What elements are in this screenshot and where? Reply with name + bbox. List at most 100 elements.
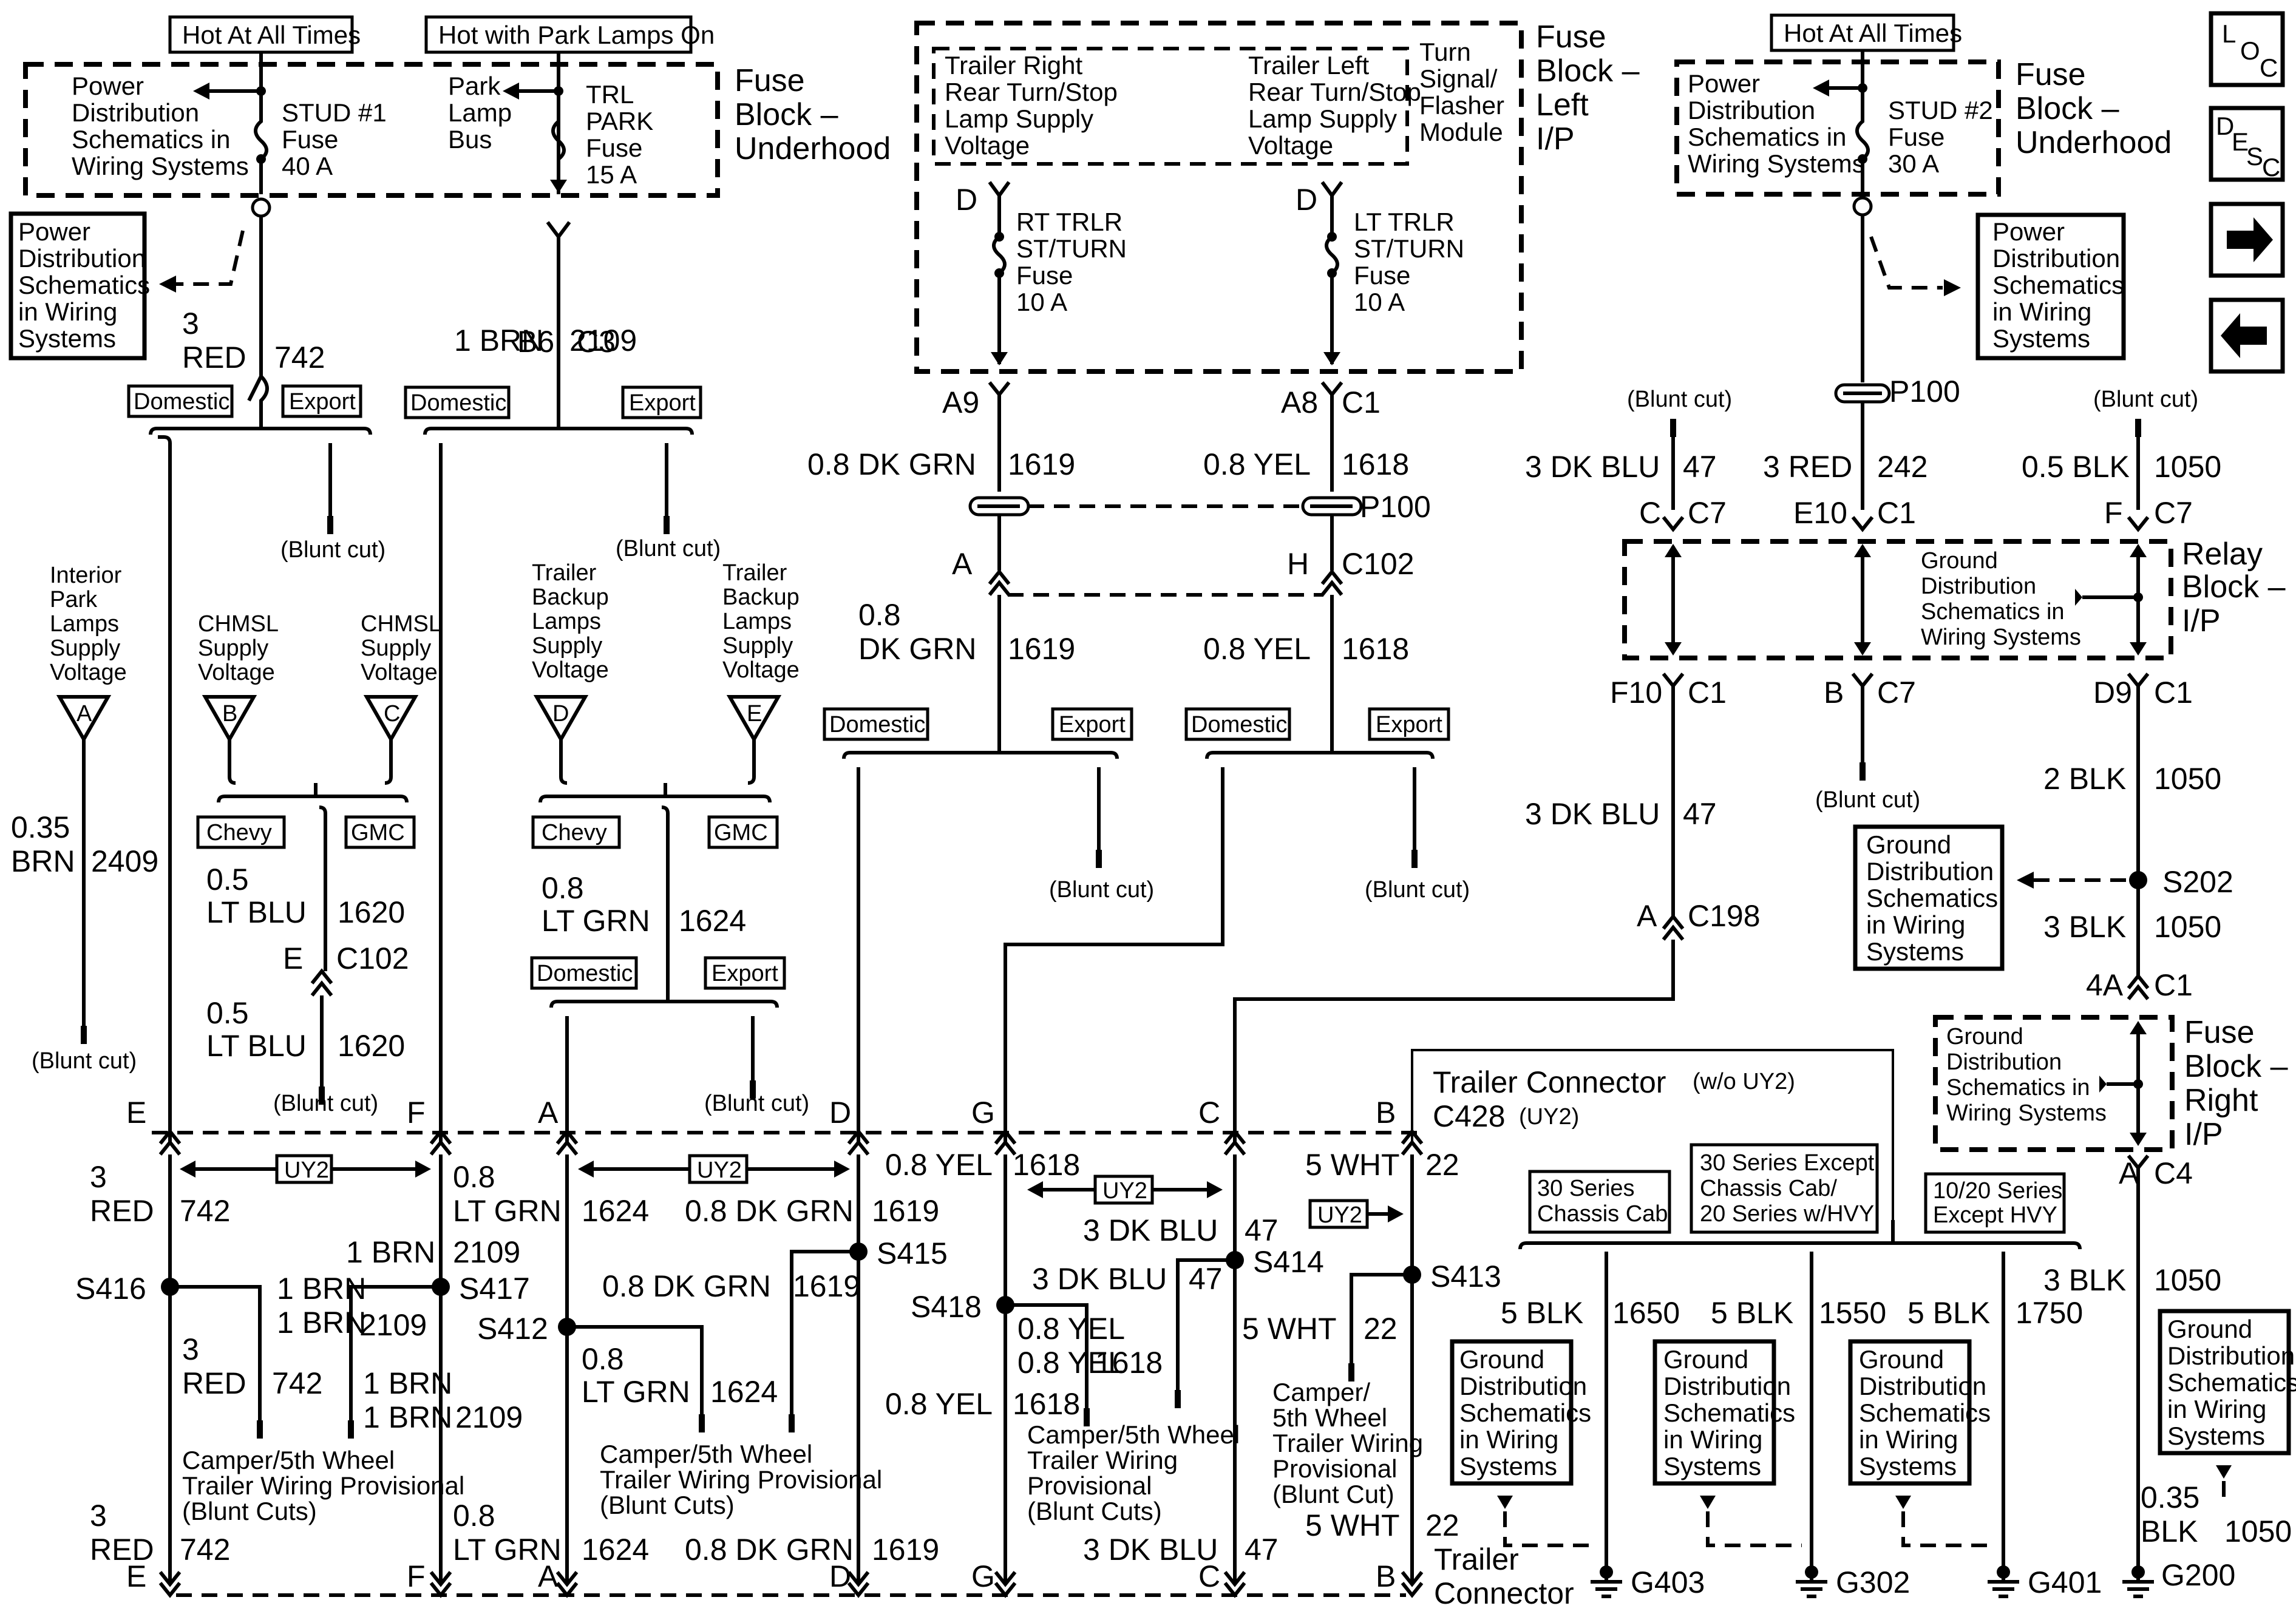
svg-text:Distribution: Distribution <box>72 98 199 127</box>
svg-text:Trailer Right: Trailer Right <box>945 51 1082 80</box>
svg-text:Backup: Backup <box>532 585 609 610</box>
wires-1619-1618-upper: A9 A8 C1 0.8 DK GRN 1619 0.8 YEL 1618 P1… <box>807 381 1431 728</box>
svg-text:ST/TURN: ST/TURN <box>1016 234 1127 263</box>
svg-text:1619: 1619 <box>872 1533 939 1567</box>
svg-text:UY2: UY2 <box>284 1158 329 1183</box>
svg-text:0.5: 0.5 <box>206 863 249 897</box>
svg-text:Distribution: Distribution <box>1921 574 2036 599</box>
svg-text:1618: 1618 <box>1013 1148 1080 1182</box>
svg-text:30 Series Except: 30 Series Except <box>1700 1150 1875 1176</box>
svg-text:3 DK BLU: 3 DK BLU <box>1083 1533 1218 1567</box>
svg-text:S417: S417 <box>459 1272 530 1306</box>
svg-text:Fuse: Fuse <box>2184 1015 2255 1050</box>
svg-text:Schematics: Schematics <box>2167 1368 2296 1397</box>
svg-text:Except HVY: Except HVY <box>1933 1202 2057 1228</box>
arrow-right-icon[interactable] <box>2209 202 2285 278</box>
arrow-left-icon[interactable] <box>2209 297 2285 374</box>
svg-text:BRN: BRN <box>11 844 75 878</box>
svg-text:5 BLK: 5 BLK <box>1501 1296 1583 1330</box>
svg-text:E10: E10 <box>1793 496 1847 530</box>
svg-text:S413: S413 <box>1430 1259 1501 1293</box>
fuse-block-right-ip: Fuse Block – Right I/P Ground Distributi… <box>1933 1015 2288 1152</box>
svg-text:15 A: 15 A <box>586 160 637 189</box>
svg-text:(w/o UY2): (w/o UY2) <box>1693 1069 1795 1094</box>
svg-text:3: 3 <box>90 1160 107 1194</box>
svg-text:H: H <box>1287 547 1309 581</box>
svg-text:0.8 YEL: 0.8 YEL <box>885 1387 993 1421</box>
svg-text:STUD #2: STUD #2 <box>1888 96 1993 124</box>
svg-text:Lamps: Lamps <box>722 609 792 634</box>
svg-text:0.8: 0.8 <box>453 1160 495 1194</box>
svg-text:1050: 1050 <box>2154 450 2221 484</box>
fuse-block-underhood-left: Fuse Block – Underhood Power Distributio… <box>23 52 891 218</box>
svg-text:22: 22 <box>1425 1148 1459 1182</box>
svg-text:1050: 1050 <box>2154 762 2221 796</box>
pd-schematics-box-left: Power Distribution Schematics in Wiring … <box>8 211 245 361</box>
svg-text:1 BRN: 1 BRN <box>363 1400 452 1434</box>
hot-with-park-lamps-tag: Hot with Park Lamps On <box>424 15 715 54</box>
svg-text:Chevy: Chevy <box>542 820 607 846</box>
svg-text:Hot At All Times: Hot At All Times <box>1784 19 1962 47</box>
svg-text:CHMSL: CHMSL <box>361 611 441 637</box>
svg-text:Systems: Systems <box>1459 1452 1557 1480</box>
svg-text:3 DK BLU: 3 DK BLU <box>1525 450 1660 484</box>
svg-text:Module: Module <box>1419 118 1503 146</box>
svg-text:S: S <box>2246 142 2263 171</box>
svg-text:Schematics: Schematics <box>1992 271 2124 299</box>
svg-text:O: O <box>2240 36 2260 65</box>
svg-text:1050: 1050 <box>2154 910 2221 944</box>
svg-text:in Wiring: in Wiring <box>1859 1425 1958 1454</box>
svg-text:LT TRLR: LT TRLR <box>1354 208 1455 236</box>
svg-text:DK GRN: DK GRN <box>858 632 976 666</box>
svg-text:Schematics: Schematics <box>1459 1398 1591 1427</box>
svg-text:Wiring Systems: Wiring Systems <box>1688 149 1865 178</box>
svg-text:0.8 DK GRN: 0.8 DK GRN <box>685 1194 854 1228</box>
svg-text:RED: RED <box>182 1366 246 1400</box>
svg-text:A: A <box>76 701 92 727</box>
svg-text:F: F <box>2104 496 2123 530</box>
pd-schematics-box-right: Power Distribution Schematics in Wiring … <box>1869 212 2126 361</box>
svg-text:Trailer: Trailer <box>722 560 787 586</box>
svg-text:Signal/: Signal/ <box>1419 64 1498 93</box>
svg-text:Export: Export <box>289 389 356 415</box>
svg-text:Wiring Systems: Wiring Systems <box>1946 1100 2107 1126</box>
svg-text:Trailer Left: Trailer Left <box>1248 51 1370 80</box>
svg-text:Trailer Wiring Provisional: Trailer Wiring Provisional <box>600 1465 882 1494</box>
svg-text:Distribution: Distribution <box>1866 857 1994 886</box>
svg-text:1624: 1624 <box>710 1375 778 1409</box>
svg-text:Park: Park <box>50 587 98 612</box>
svg-text:22: 22 <box>1425 1508 1459 1542</box>
svg-text:LT GRN: LT GRN <box>582 1375 690 1409</box>
svg-text:0.8: 0.8 <box>453 1499 495 1533</box>
relay-block-ip: Relay Block – I/P Ground Distribution Sc… <box>1622 537 2286 660</box>
svg-text:LT BLU: LT BLU <box>206 895 307 929</box>
svg-text:in Wiring: in Wiring <box>1992 297 2091 326</box>
svg-text:E: E <box>2232 127 2249 156</box>
svg-text:A9: A9 <box>942 385 979 419</box>
svg-text:Systems: Systems <box>1992 324 2090 353</box>
svg-text:C: C <box>1639 496 1661 530</box>
svg-text:Ground: Ground <box>1663 1345 1748 1374</box>
svg-text:Supply: Supply <box>361 636 431 661</box>
svg-text:3 BLK: 3 BLK <box>2043 1263 2126 1297</box>
svg-text:C7: C7 <box>1688 496 1727 530</box>
svg-text:0.8 YEL: 0.8 YEL <box>1203 447 1311 481</box>
svg-text:D: D <box>829 1096 851 1130</box>
svg-text:C4: C4 <box>2154 1156 2193 1190</box>
svg-text:Fuse: Fuse <box>2016 57 2086 92</box>
svg-text:0.5 BLK: 0.5 BLK <box>2022 450 2130 484</box>
svg-text:Distribution: Distribution <box>1459 1372 1587 1400</box>
loc-icon[interactable]: LOC <box>2209 11 2285 87</box>
svg-text:0.8: 0.8 <box>858 598 901 632</box>
svg-text:Trailer Connector: Trailer Connector <box>1433 1065 1666 1099</box>
svg-text:C428: C428 <box>1433 1099 1506 1133</box>
svg-text:1619: 1619 <box>1008 447 1075 481</box>
svg-text:Lamps: Lamps <box>50 611 119 637</box>
svg-text:0.8 YEL: 0.8 YEL <box>1203 632 1311 666</box>
svg-text:(Blunt Cut): (Blunt Cut) <box>1272 1480 1394 1508</box>
svg-text:Block –: Block – <box>735 97 838 132</box>
svg-text:Trailer: Trailer <box>1434 1542 1519 1576</box>
svg-text:Hot with Park Lamps On: Hot with Park Lamps On <box>438 21 715 49</box>
